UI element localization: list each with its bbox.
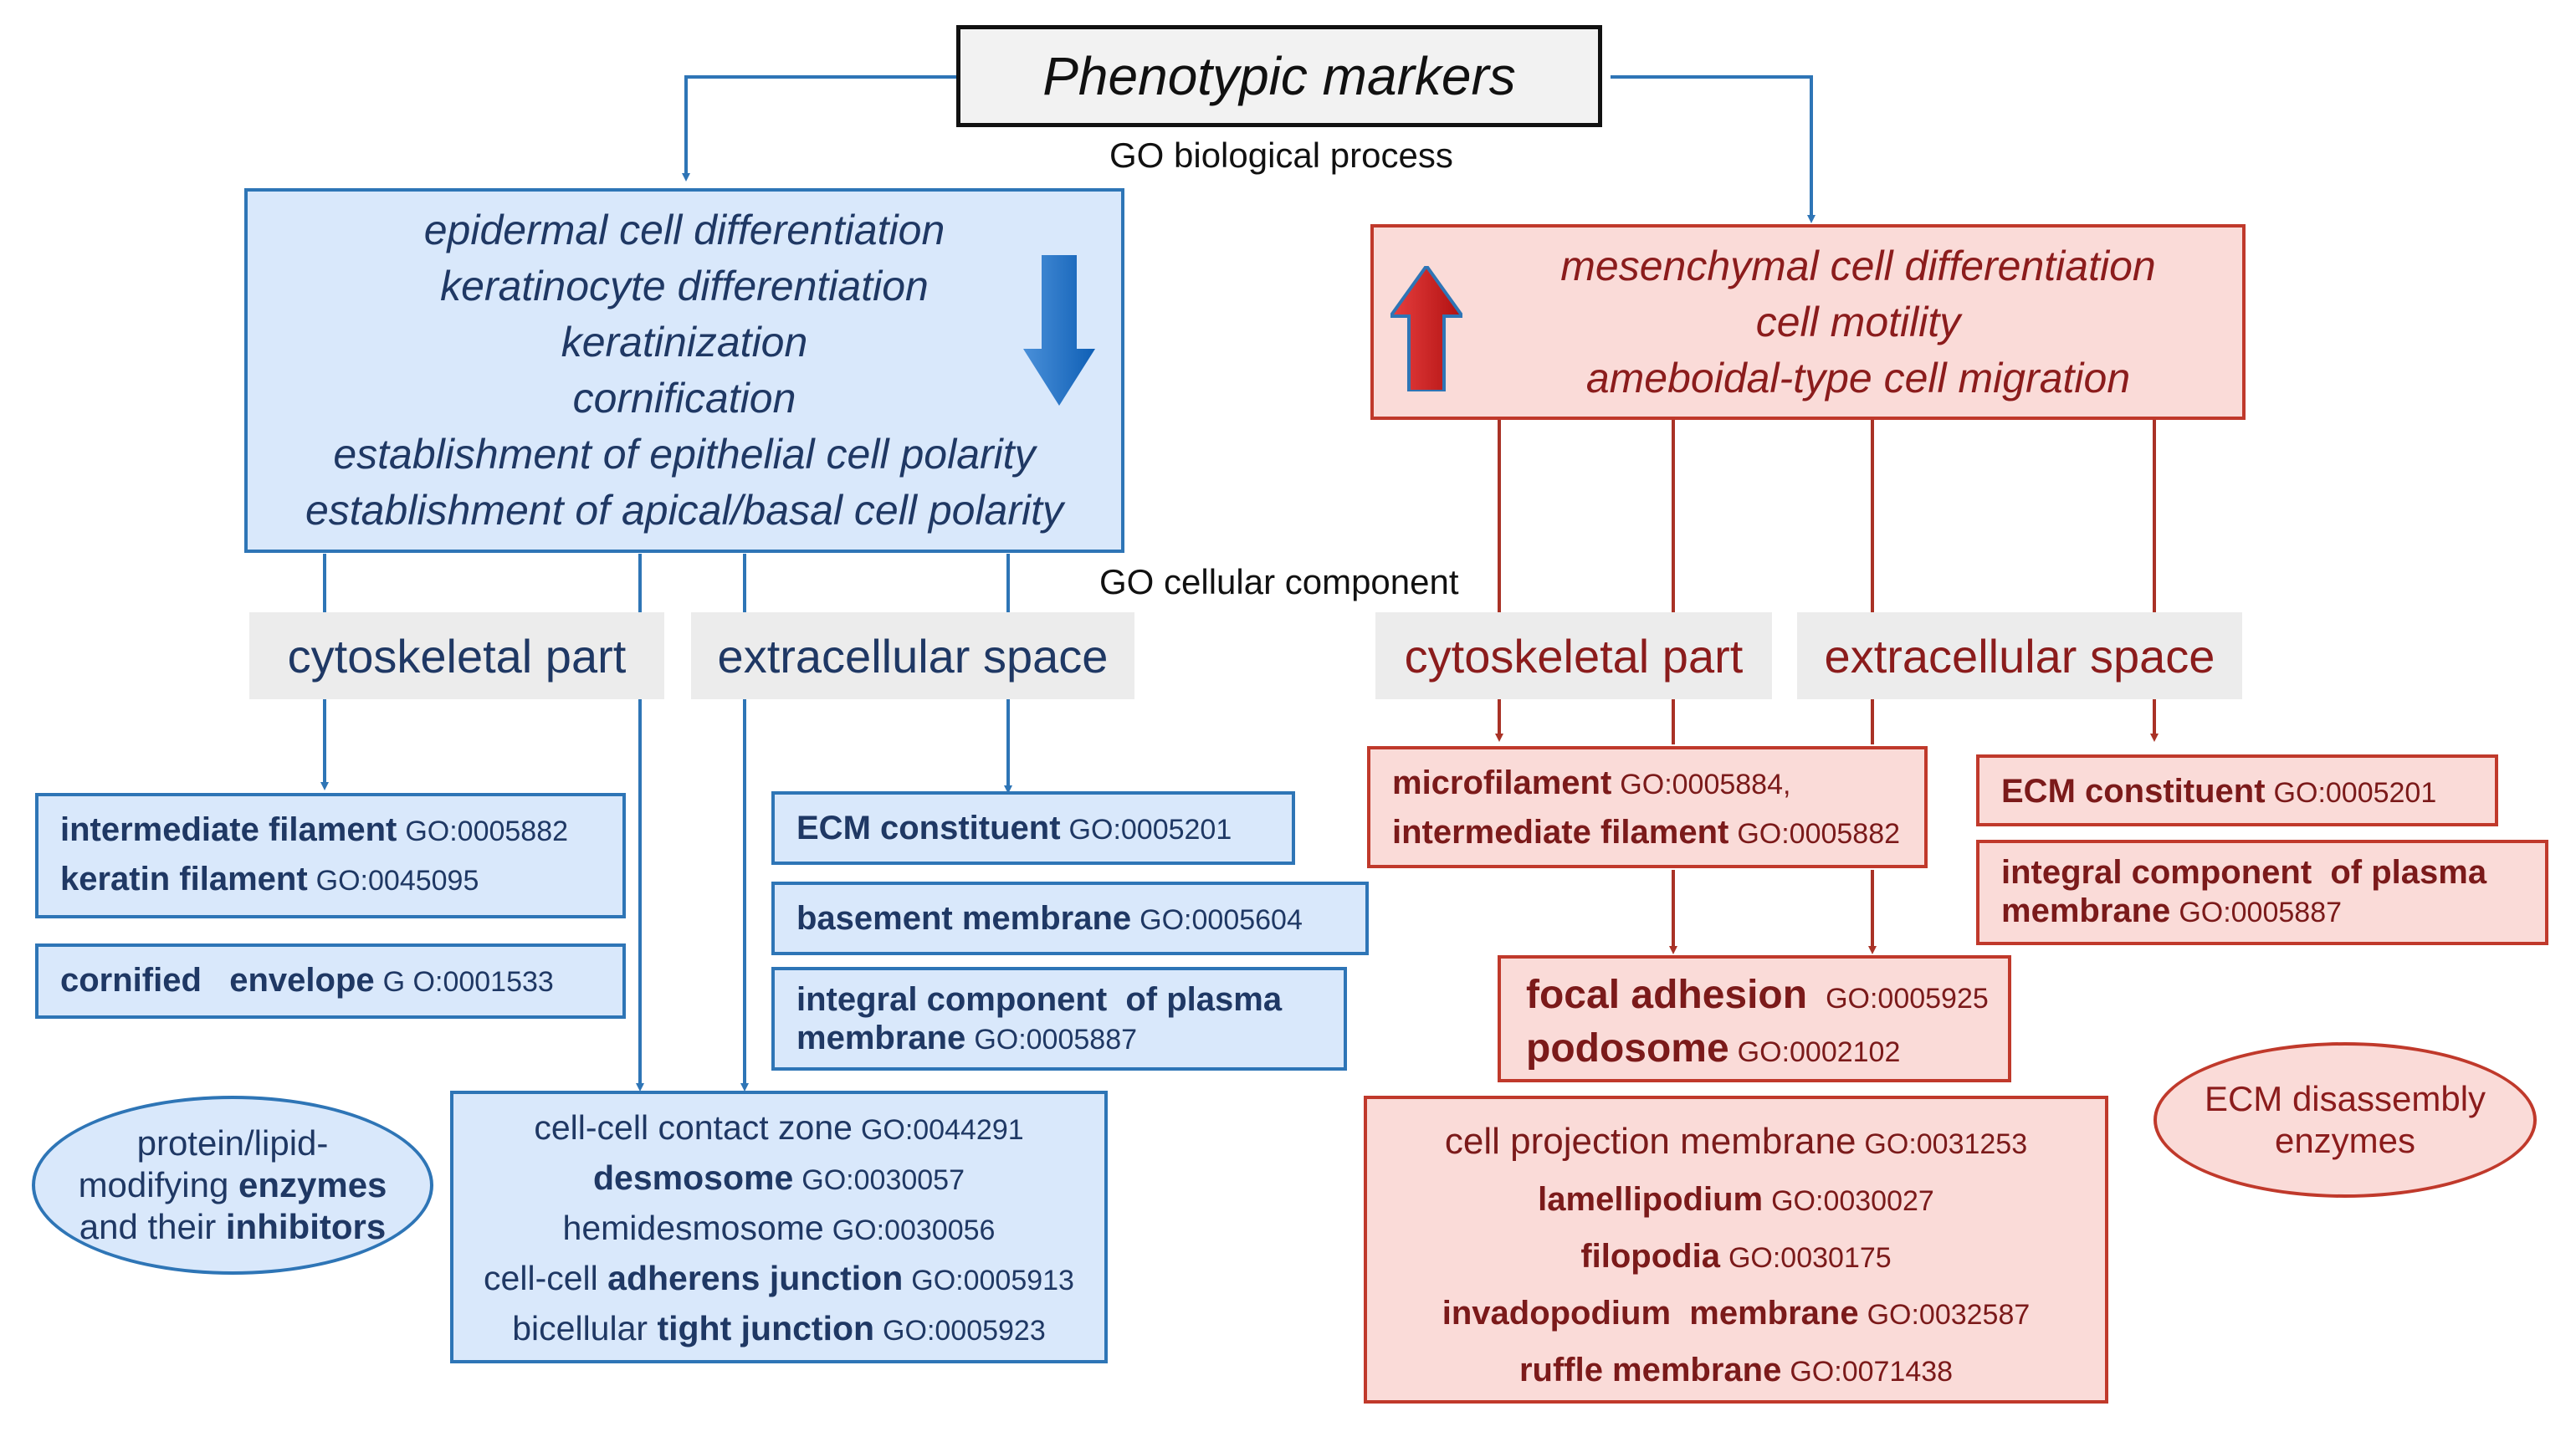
go-id: GO:0030057 [801, 1164, 965, 1196]
go-id: GO:0005882 [1737, 818, 1901, 850]
go-id: GO:0005604 [1139, 904, 1303, 936]
component-name: basement membrane [796, 900, 1132, 937]
title-box: Phenotypic markers [956, 25, 1602, 127]
go-id: GO:0005887 [974, 1024, 1138, 1056]
component-name: adherens junction [607, 1259, 904, 1297]
filament-box: intermediate filament GO:0005882 keratin … [35, 793, 626, 918]
go-id: GO:0005925 [1826, 983, 1989, 1015]
ellipse-text: modifying [78, 1165, 238, 1204]
component-name: intermediate filament [1392, 814, 1729, 851]
go-id: GO:0032587 [1867, 1299, 2031, 1331]
go-id: G O:0001533 [382, 966, 554, 998]
title-text: Phenotypic markers [1042, 46, 1516, 106]
ecm-disassembly-ellipse: ECM disassembly enzymes [2153, 1042, 2537, 1198]
title-to-right-arrow [1611, 75, 1815, 223]
go-cellular-component-label: GO cellular component [1099, 562, 1459, 601]
ellipse-bold: inhibitors [225, 1207, 387, 1246]
go-id: GO:0030175 [1728, 1242, 1892, 1274]
right-extracellular-label: extracellular space [1797, 612, 2242, 699]
process-item: ameboidal-type cell migration [1585, 354, 2131, 401]
right-process-box: mesenchymal cell differentiation cell mo… [1370, 224, 2246, 420]
title-to-left-arrow [682, 75, 965, 182]
component-name: focal adhesion [1526, 973, 1808, 1017]
go-id: GO:0005913 [911, 1265, 1074, 1296]
component-name: lamellipodium [1538, 1181, 1764, 1218]
component-name: microfilament [1392, 764, 1612, 801]
component-name: podosome [1526, 1026, 1729, 1071]
component-name: cell-cell contact zone [534, 1108, 853, 1147]
process-item: establishment of apical/basal cell polar… [305, 487, 1064, 534]
component-prefix: bicellular [512, 1309, 658, 1347]
go-id: GO:0031253 [1864, 1128, 2028, 1160]
go-id: GO:0005201 [2273, 777, 2437, 809]
enzymes-ellipse: protein/lipid- modifying enzymes and the… [32, 1096, 433, 1275]
component-prefix: cell-cell [484, 1259, 608, 1297]
right-cytoskeletal-label: cytoskeletal part [1375, 612, 1772, 699]
ellipse-line: ECM disassembly [2204, 1079, 2486, 1118]
left-extracellular-label: extracellular space [691, 612, 1134, 699]
component-name: ruffle membrane [1518, 1352, 1782, 1388]
process-item: cell motility [1755, 298, 1961, 345]
component-name: tight junction [657, 1309, 875, 1347]
component-name: cornified envelope [60, 962, 375, 999]
go-id: GO:0002102 [1737, 1036, 1901, 1068]
process-item: keratinization [561, 319, 808, 366]
go-id: GO:0005884, [1620, 769, 1791, 800]
component-name: filopodia [1580, 1238, 1720, 1275]
process-item: cornification [572, 375, 796, 422]
go-id: GO:0005887 [2179, 897, 2343, 928]
ellipse-line: enzymes [2274, 1121, 2416, 1160]
down-arrow-icon [1023, 255, 1095, 406]
go-id: GO:0045095 [315, 865, 479, 897]
process-item: establishment of epithelial cell polarit… [333, 431, 1036, 478]
component-name: ECM constituent [2001, 773, 2266, 810]
component-name: intermediate filament [60, 811, 397, 848]
go-id: GO:0030027 [1771, 1185, 1934, 1217]
go-biological-process-label: GO biological process [1109, 136, 1453, 175]
up-arrow-icon [1390, 266, 1462, 391]
component-name: keratin filament [60, 861, 308, 897]
go-id: GO:0030056 [832, 1214, 996, 1246]
component-name: cell projection membrane [1444, 1121, 1856, 1162]
component-name: integral component of plasma [2001, 854, 2487, 891]
ellipse-bold: enzymes [238, 1165, 387, 1204]
process-item: epidermal cell differentiation [423, 207, 945, 253]
ellipse-text: and their [79, 1207, 226, 1246]
microfilament-box: microfilament GO:0005884, intermediate fi… [1367, 746, 1928, 868]
go-id: GO:0005882 [405, 816, 569, 847]
go-id: GO:0005923 [883, 1315, 1046, 1347]
ellipse-line: protein/lipid- [136, 1123, 329, 1163]
component-name: desmosome [593, 1158, 794, 1197]
go-id: GO:0005201 [1068, 814, 1232, 846]
process-item: keratinocyte differentiation [440, 263, 929, 309]
component-name: integral component of plasma [796, 981, 1283, 1018]
left-process-box: epidermal cell differentiation keratinoc… [244, 188, 1124, 553]
component-name: invadopodium membrane [1442, 1295, 1859, 1332]
right-integral-box: integral component of plasma membrane GO:… [1976, 840, 2548, 945]
component-name: membrane [796, 1020, 966, 1056]
component-name: membrane [2001, 892, 2171, 929]
component-name: hemidesmosome [562, 1209, 824, 1247]
left-cytoskeletal-label: cytoskeletal part [249, 612, 664, 699]
component-name: ECM constituent [796, 810, 1061, 846]
process-item: mesenchymal cell differentiation [1560, 242, 2156, 289]
go-id: GO:0044291 [860, 1114, 1024, 1146]
go-id: GO:0071438 [1790, 1356, 1954, 1388]
